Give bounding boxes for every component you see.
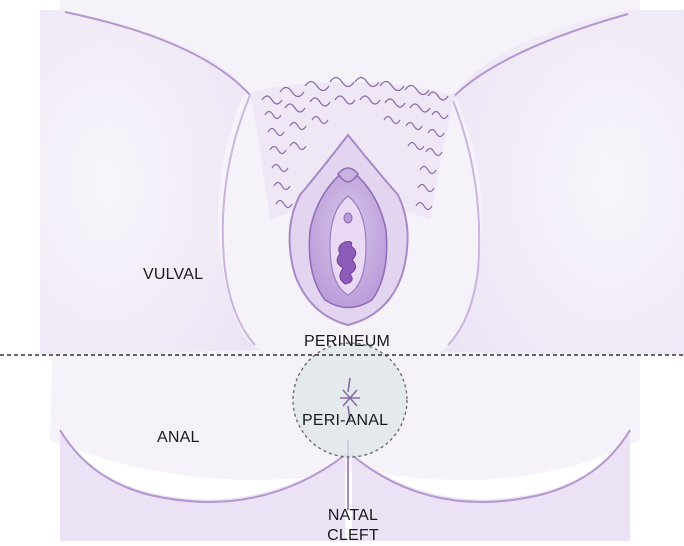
natal-cleft-label: NATAL CLEFT: [318, 506, 388, 546]
peri-anal-label: PERI-ANAL: [302, 412, 388, 430]
natal-cleft-label-line2: CLEFT: [318, 526, 388, 546]
peri-anal-region: [293, 343, 407, 457]
urethra: [344, 213, 352, 223]
vulval-label: VULVAL: [143, 266, 203, 284]
anal-label: ANAL: [157, 429, 200, 447]
natal-cleft-label-line1: NATAL: [318, 506, 388, 526]
perineum-label: PERINEUM: [304, 333, 390, 351]
